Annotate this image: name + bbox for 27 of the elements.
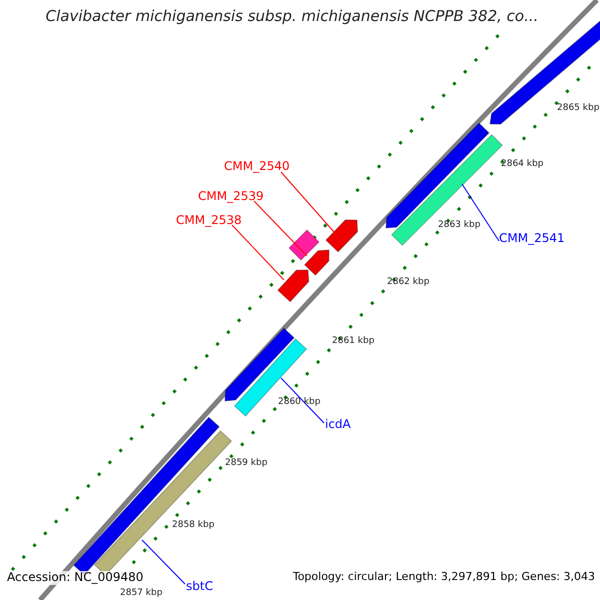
gene-label: sbtC: [186, 580, 213, 594]
scale-label: 2863 kbp: [438, 220, 480, 230]
scale-label: 2859 kbp: [225, 458, 268, 468]
gene-feature: [385, 122, 490, 229]
gene-label: CMM_2539: [198, 190, 264, 204]
leader-line: [142, 540, 186, 584]
leader-line: [280, 378, 324, 424]
gene-label: CMM_2540: [224, 160, 290, 174]
gene-label: CMM_2538: [176, 214, 242, 228]
scale-label: 2860 kbp: [278, 397, 320, 408]
diagram-title: Clavibacter michiganensis subsp. michiganensis NCPPB 382, co...: [44, 8, 540, 26]
gene-feature: [277, 270, 310, 302]
leader-line: [462, 184, 500, 242]
leader-line: [254, 200, 308, 256]
scale-label: 2862 kbp: [387, 277, 430, 288]
scale-label: 2857 kbp: [120, 588, 162, 598]
scale-label: 2865 kbp: [557, 103, 600, 114]
gene-label: icdA: [325, 418, 351, 432]
leader-line: [232, 224, 284, 280]
scale-label: 2861 kbp: [332, 336, 374, 346]
gene-feature: [304, 249, 330, 276]
gene-bar: [288, 229, 320, 261]
gene-label: CMM_2541: [499, 232, 565, 246]
scale-label: 2858 kbp: [172, 520, 214, 530]
gene-feature: [325, 219, 358, 253]
leader-line: [280, 172, 334, 232]
scale-label: 2864 kbp: [501, 159, 544, 170]
